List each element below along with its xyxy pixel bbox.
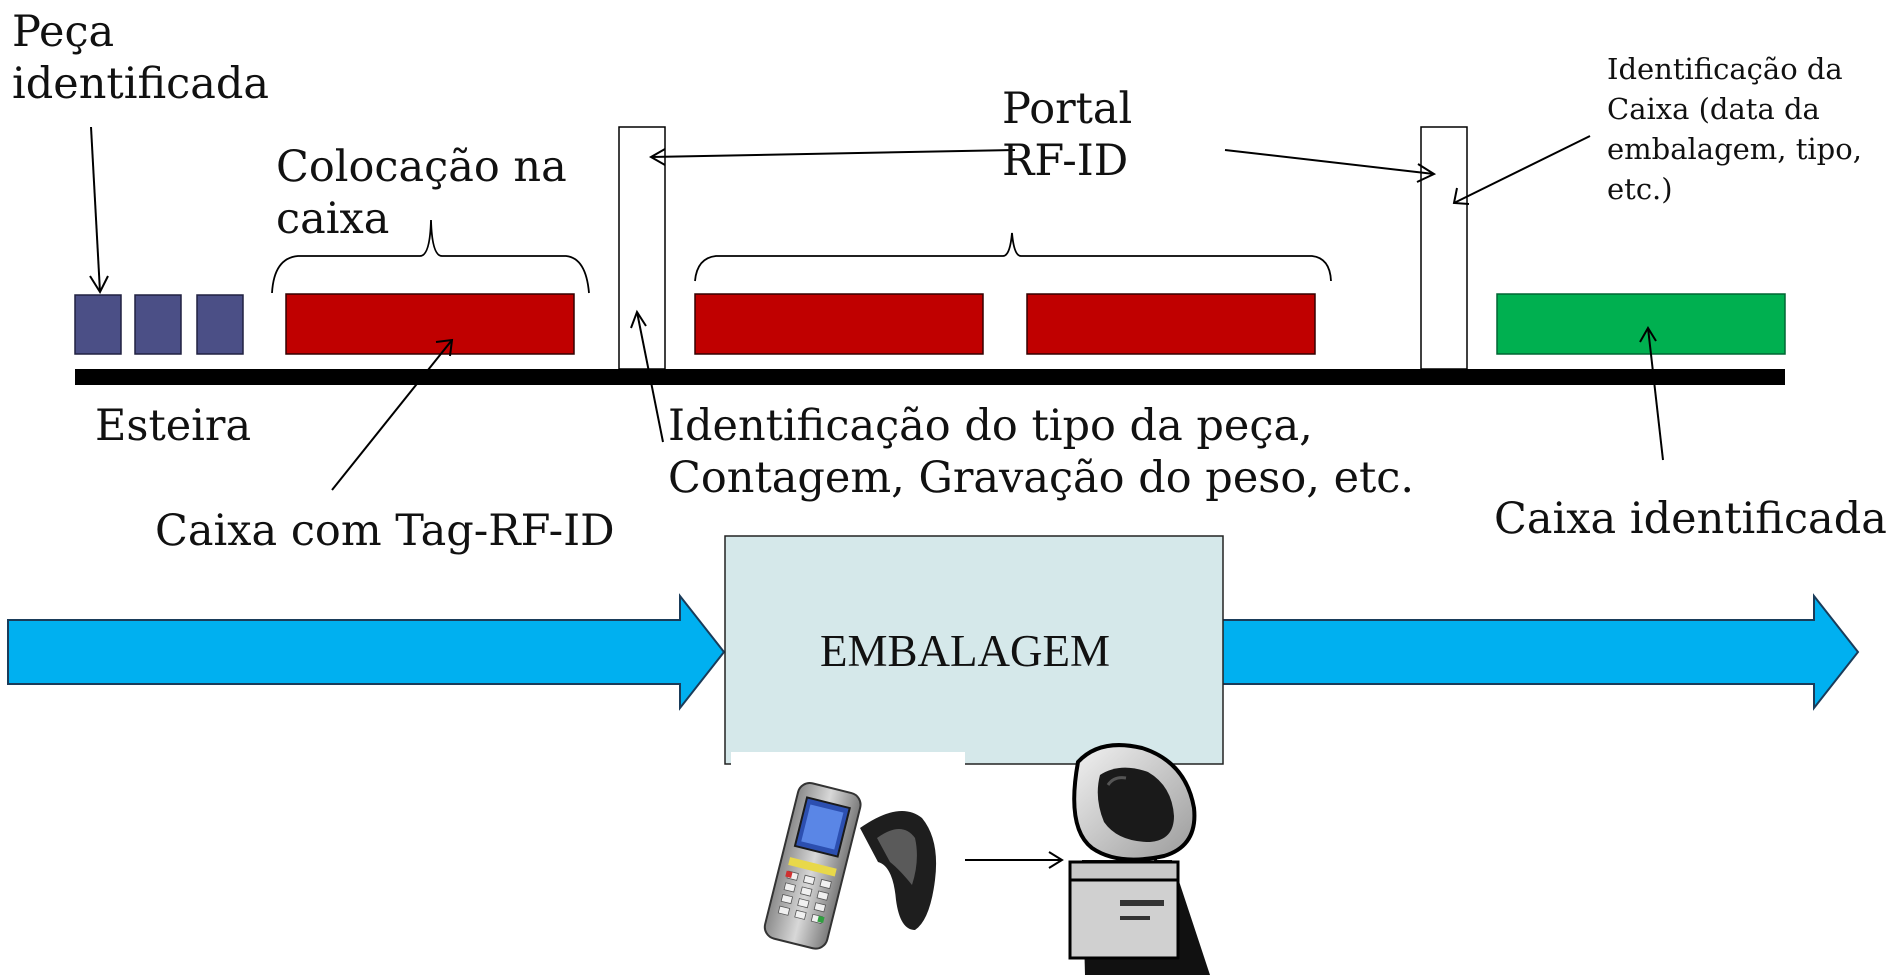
rfid-handheld-reader-icon — [763, 782, 937, 950]
flow-arrow-out — [1221, 593, 1860, 711]
process-box-mask — [731, 752, 965, 792]
peca-identificada-line1: Peça — [12, 7, 115, 57]
identificacao-caixa-line3: embalagem, tipo, — [1607, 132, 1862, 167]
box-with-tag — [285, 293, 575, 355]
identificacao-da-caixa-label: Identificação da Caixa (data da embalage… — [1607, 49, 1862, 209]
portal-line2: RF-ID — [1002, 136, 1129, 187]
identificacao-tipo-line1: Identificação do tipo da peça, — [668, 401, 1313, 451]
rfid-portal — [1420, 126, 1468, 370]
colocacao-line2: caixa — [276, 194, 390, 245]
identificacao-caixa-line4: etc.) — [1607, 172, 1673, 207]
caixa-identificada-label: Caixa identificada — [1494, 494, 1887, 544]
brace — [694, 232, 1332, 282]
conveyor-belt — [75, 369, 1785, 385]
flow-arrow-in — [7, 593, 726, 711]
portal-rfid-label: Portal RF-ID — [1002, 83, 1132, 188]
colocacao-na-caixa-label: Colocação na caixa — [276, 141, 567, 246]
esteira-label: Esteira — [95, 401, 252, 451]
process-label: EMBALAGEM — [820, 626, 1110, 676]
brace — [271, 219, 590, 294]
peca-identificada-label: Peça identificada — [12, 6, 269, 111]
identificacao-tipo-peca-label: Identificação do tipo da peça, Contagem,… — [668, 400, 1414, 505]
computer-terminal-icon — [1068, 743, 1210, 975]
box-with-tag — [1026, 293, 1316, 355]
part-block — [196, 294, 244, 355]
portal-line1: Portal — [1002, 84, 1133, 134]
rfid-portal — [618, 126, 666, 370]
box-with-tag — [694, 293, 984, 355]
pointer-arrows — [89, 126, 1664, 869]
caixa-com-tag-label: Caixa com Tag-RF-ID — [155, 506, 615, 556]
process-box — [724, 535, 1224, 765]
part-block — [74, 294, 122, 355]
identified-box — [1496, 293, 1786, 355]
identificacao-tipo-line2: Contagem, Gravação do peso, etc. — [668, 453, 1415, 504]
identificacao-caixa-line2: Caixa (data da — [1607, 92, 1820, 127]
peca-identificada-line2: identificada — [12, 59, 270, 110]
identificacao-caixa-line1: Identificação da — [1607, 52, 1843, 86]
colocacao-line1: Colocação na — [276, 142, 567, 192]
part-block — [134, 294, 182, 355]
